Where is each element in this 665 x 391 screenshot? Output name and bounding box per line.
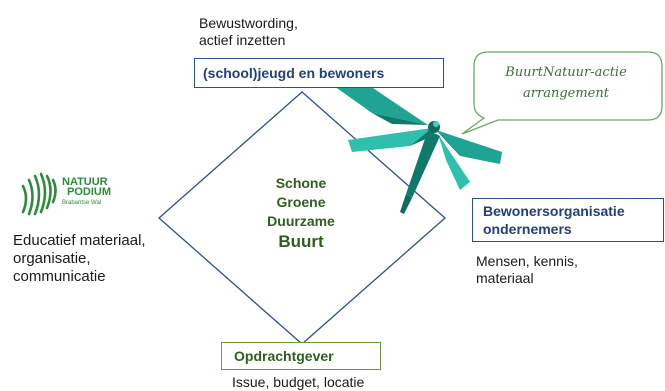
left-caption: Educatief materiaal, organisatie, commun… [13,232,146,286]
center-line1: Schone [275,175,327,191]
left-caption-line3: communicatie [13,268,106,285]
leaf-stripes-icon [21,172,57,216]
natuurpodium-logo: NATUUR PODIUM Brabantse Wal [15,170,135,220]
top-caption-line1: Bewustwording, [199,15,298,31]
right-caption: Mensen, kennis, materiaal [476,253,578,287]
logo-title: NATUUR PODIUM [62,176,111,198]
node-top: (school)jeugd en bewoners [194,58,444,88]
node-right-line1: Bewonersorganisatie [483,203,625,219]
logo-title-line2: PODIUM [67,186,111,198]
center-label: Schone Groene Duurzame Buurt [240,174,362,253]
node-top-label: (school)jeugd en bewoners [203,65,385,81]
logo-title-line1: NATUUR [62,176,108,188]
center-line2: Groene [276,194,326,210]
bottom-caption: Issue, budget, locatie [232,374,365,390]
speech-bubble-text: BuurtNatuur-actie arrangement [482,62,650,104]
top-caption-line2: actief inzetten [199,32,286,48]
top-caption: Bewustwording, actief inzetten [199,15,298,49]
speech-bubble-line1: BuurtNatuur-actie [505,65,627,80]
node-right-line2: ondernemers [483,221,572,237]
node-bottom: Opdrachtgever [221,342,381,370]
node-right: Bewonersorganisatie ondernemers [472,198,664,242]
speech-bubble-line2: arrangement [523,86,609,101]
center-line3: Duurzame [267,213,335,229]
right-caption-line2: materiaal [476,270,534,286]
left-caption-line2: organisatie, [13,250,91,267]
node-bottom-label: Opdrachtgever [234,348,334,364]
logo-subtitle: Brabantse Wal [62,200,102,206]
speech-bubble [461,51,663,135]
right-caption-line1: Mensen, kennis, [476,253,578,269]
center-line4: Buurt [278,232,324,251]
left-caption-line1: Educatief materiaal, [13,232,146,249]
